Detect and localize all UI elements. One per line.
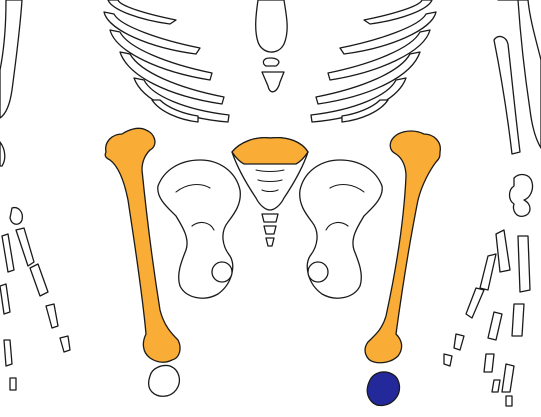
left-phalanx-5[interactable] bbox=[4, 340, 12, 366]
right-phalanx-10[interactable] bbox=[506, 396, 512, 406]
left-carpal-1[interactable] bbox=[10, 208, 22, 225]
right-metacarpal-2[interactable] bbox=[496, 230, 510, 272]
sacrum-top-highlight[interactable] bbox=[232, 138, 308, 164]
left-obturator-foramen bbox=[212, 262, 232, 282]
right-radius[interactable] bbox=[494, 37, 520, 154]
right-carpals[interactable] bbox=[510, 175, 533, 217]
left-femur[interactable] bbox=[105, 128, 180, 362]
lumbar-vertebra[interactable] bbox=[262, 72, 284, 92]
left-phalanx-4[interactable] bbox=[0, 284, 10, 314]
right-phalanx-6[interactable] bbox=[484, 354, 494, 372]
left-phalanx-6[interactable] bbox=[10, 378, 16, 390]
right-phalanx-7[interactable] bbox=[502, 364, 514, 392]
right-obturator-foramen bbox=[308, 262, 328, 282]
right-phalanx-1[interactable] bbox=[480, 254, 496, 290]
pelvis bbox=[158, 138, 382, 299]
right-phalanx-8[interactable] bbox=[444, 354, 452, 366]
right-patella[interactable] bbox=[367, 372, 399, 405]
right-phalanx-5[interactable] bbox=[454, 334, 464, 350]
sternum[interactable] bbox=[256, 0, 287, 52]
left-metacarpal-2[interactable] bbox=[2, 234, 14, 272]
right-phalanx-2[interactable] bbox=[512, 304, 524, 336]
rib-cage bbox=[104, 0, 436, 122]
left-humerus[interactable] bbox=[0, 0, 22, 118]
right-phalanx-9[interactable] bbox=[492, 380, 500, 392]
left-arm bbox=[0, 0, 70, 390]
left-phalanx-3[interactable] bbox=[60, 336, 70, 352]
left-patella[interactable] bbox=[149, 365, 180, 396]
right-femur[interactable] bbox=[365, 131, 440, 363]
right-metacarpal-1[interactable] bbox=[518, 236, 530, 292]
right-phalanx-3[interactable] bbox=[466, 288, 484, 318]
right-arm bbox=[444, 0, 541, 406]
right-phalanx-4[interactable] bbox=[488, 312, 502, 340]
left-phalanx-1[interactable] bbox=[30, 264, 48, 296]
coccyx[interactable] bbox=[262, 214, 278, 246]
xiphoid[interactable] bbox=[263, 58, 279, 66]
left-forearm-bone[interactable] bbox=[0, 142, 5, 166]
left-phalanx-2[interactable] bbox=[46, 304, 58, 328]
left-metacarpal-1[interactable] bbox=[16, 228, 34, 266]
